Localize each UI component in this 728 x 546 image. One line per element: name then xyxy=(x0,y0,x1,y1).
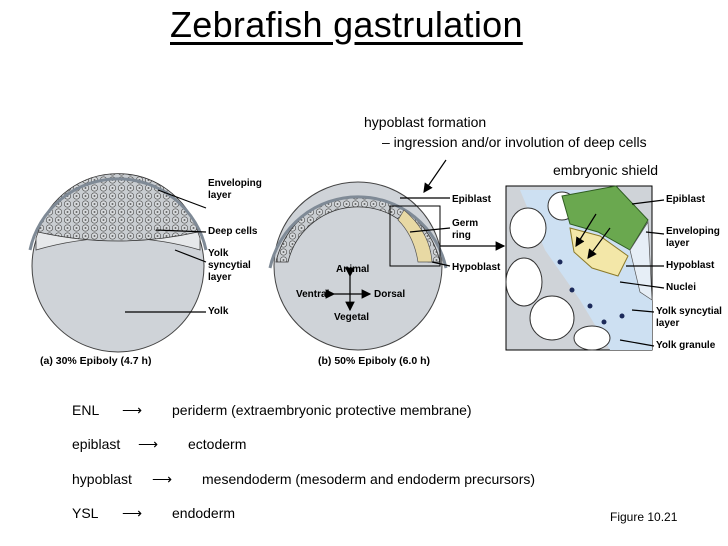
label-ysl-layer: layer xyxy=(208,272,232,283)
arrow-icon: ⟶ xyxy=(122,402,143,418)
label-yolk: Yolk xyxy=(208,306,229,317)
label-hypoblast-b: Hypoblast xyxy=(452,262,501,273)
arrow-icon: ⟶ xyxy=(138,436,159,452)
embryonic-shield-label: embryonic shield xyxy=(553,162,659,178)
hypoblast-note-line1: hypoblast formation xyxy=(364,114,487,130)
label-nuclei: Nuclei xyxy=(666,282,697,293)
term-epiblast: epiblast xyxy=(72,436,121,452)
label-layer: layer xyxy=(208,190,232,201)
label-ring: ring xyxy=(452,230,471,241)
fate-hypoblast: mesendoderm (mesoderm and endoderm precu… xyxy=(202,471,536,487)
label-layer-c: layer xyxy=(666,238,690,249)
label-hypoblast-c: Hypoblast xyxy=(666,260,715,271)
arrow-icon: ⟶ xyxy=(122,505,143,521)
label-yolk-ysl: Yolk xyxy=(208,248,229,259)
fate-ysl: endoderm xyxy=(172,505,236,521)
axis-dorsal: Dorsal xyxy=(374,289,406,300)
label-ysl-layer-c: layer xyxy=(656,318,680,329)
label-epiblast-b: Epiblast xyxy=(452,194,491,205)
axis-animal: Animal xyxy=(336,264,370,275)
label-enveloping: Enveloping xyxy=(208,178,262,189)
fate-epiblast: ectoderm xyxy=(188,436,247,452)
axis-vegetal: Vegetal xyxy=(334,312,370,323)
axis-ventral: Ventral xyxy=(296,289,330,300)
term-ysl: YSL xyxy=(72,505,99,521)
term-hypoblast: hypoblast xyxy=(72,471,132,487)
hypoblast-note-line2: – ingression and/or involution of deep c… xyxy=(382,134,647,150)
label-germ: Germ xyxy=(452,218,479,229)
caption-50-epiboly: (b) 50% Epiboly (6.0 h) xyxy=(318,355,431,367)
term-enl: ENL xyxy=(72,402,100,418)
germ-ring-detail xyxy=(505,185,653,351)
label-enveloping-c: Enveloping xyxy=(666,226,720,237)
page-title: Zebrafish gastrulation xyxy=(170,4,523,45)
label-deep-cells: Deep cells xyxy=(208,226,258,237)
figure-label: Figure 10.21 xyxy=(610,510,678,524)
label-yolk-granule: Yolk granule xyxy=(656,340,716,351)
caption-30-epiboly: (a) 30% Epiboly (4.7 h) xyxy=(40,355,152,367)
embryo-50-epiboly xyxy=(268,181,448,351)
embryo-30-epiboly xyxy=(28,173,208,353)
fate-enl: periderm (extraembryonic protective memb… xyxy=(172,402,472,418)
arrow-icon: ⟶ xyxy=(152,471,173,487)
label-ysl-c: Yolk syncytial xyxy=(656,306,722,317)
label-epiblast-c: Epiblast xyxy=(666,194,705,205)
label-syncytial: syncytial xyxy=(208,260,251,271)
